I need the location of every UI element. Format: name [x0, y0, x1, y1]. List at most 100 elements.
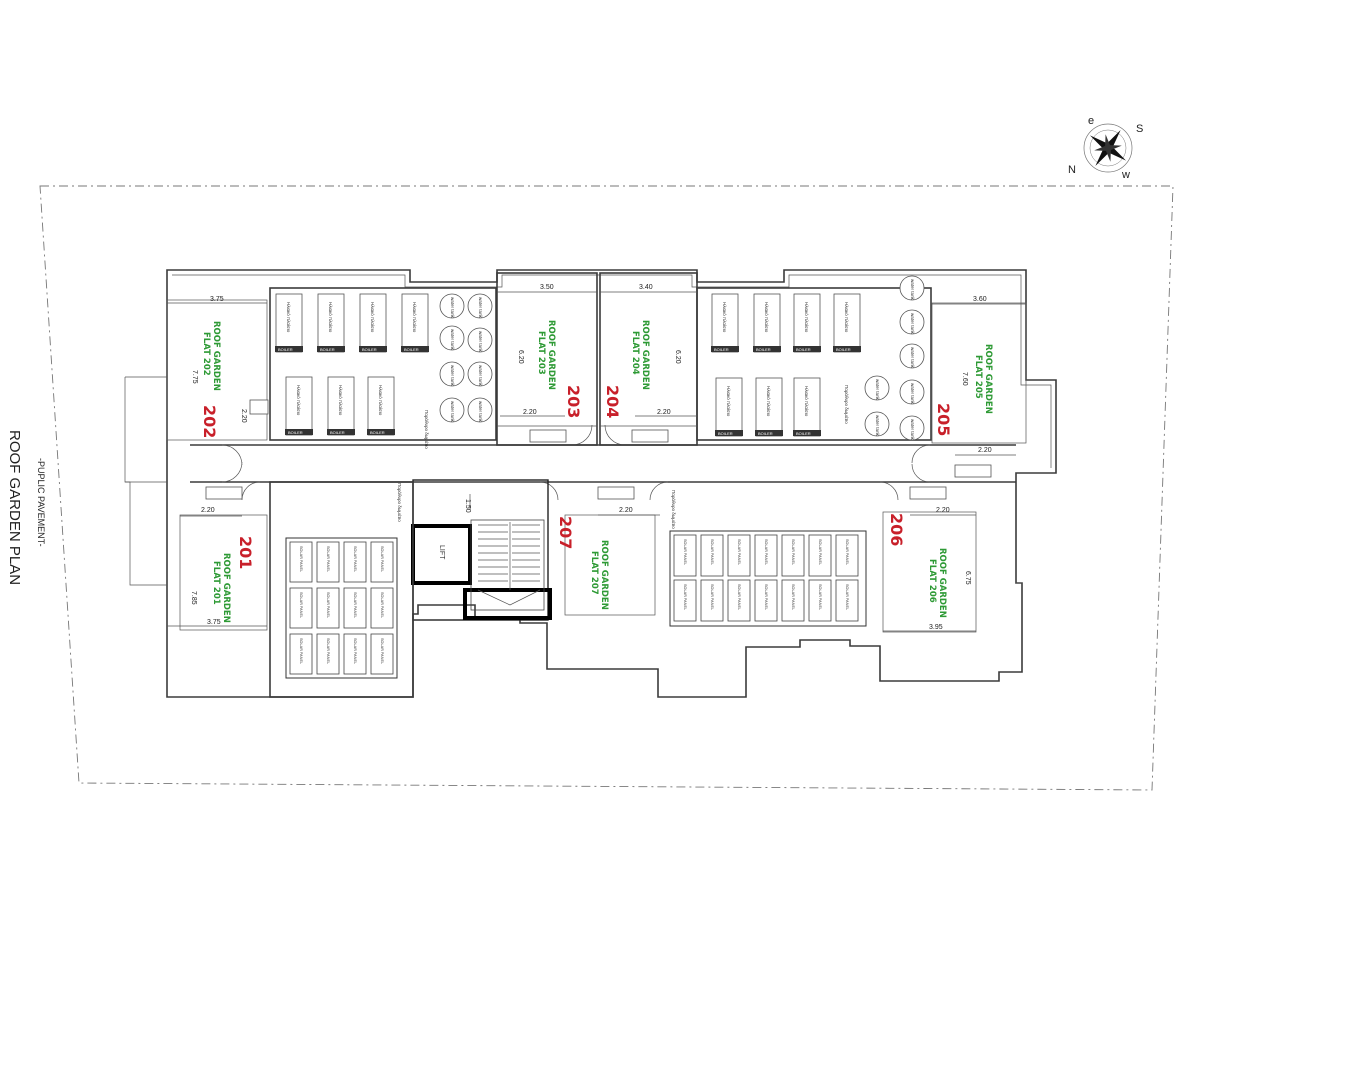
svg-text:SOLAR PANEL: SOLAR PANEL: [326, 546, 330, 572]
svg-text:2.20: 2.20: [978, 447, 992, 454]
svg-text:Ηλιακό πλαίσιο: Ηλιακό πλαίσιο: [338, 385, 344, 416]
svg-text:2.20: 2.20: [657, 409, 671, 416]
solar-panel-icon: SOLAR PANEL: [343, 541, 367, 583]
svg-text:SOLAR PANEL: SOLAR PANEL: [818, 539, 822, 565]
svg-text:ROOF GARDEN: ROOF GARDEN: [640, 320, 650, 390]
svg-text:Ηλιακό πλαίσιο: Ηλιακό πλαίσιο: [726, 386, 732, 417]
svg-text:BOILER: BOILER: [330, 430, 345, 435]
solar-panel-icon: SOLAR PANEL: [781, 534, 805, 577]
svg-text:3.95: 3.95: [929, 624, 943, 631]
svg-text:SOLAR PANEL: SOLAR PANEL: [299, 638, 303, 664]
svg-text:FLAT 205: FLAT 205: [973, 355, 983, 399]
svg-text:2.20: 2.20: [201, 507, 215, 514]
flat-203-number: 203: [564, 385, 583, 418]
svg-text:SOLAR PANEL: SOLAR PANEL: [299, 592, 303, 618]
skylight-label-4: Παράθυρο δωμάτιο: [671, 490, 677, 529]
solar-panel-icon: SOLAR PANEL: [343, 587, 367, 629]
svg-text:SOLAR PANEL: SOLAR PANEL: [764, 584, 768, 610]
solar-panel-icon: SOLAR PANEL: [754, 579, 778, 622]
svg-text:water tank: water tank: [450, 365, 455, 387]
flat-202-number: 202: [200, 405, 219, 438]
svg-text:BOILER: BOILER: [370, 430, 385, 435]
water-tank-icon: water tank: [864, 375, 890, 401]
water-tank-icon: water tank: [899, 415, 925, 441]
solar-panel-icon: SOLAR PANEL: [289, 587, 313, 629]
water-tank-icon: water tank: [439, 397, 465, 423]
compass-w: w: [1121, 169, 1130, 181]
flat-207-number: 207: [556, 516, 575, 549]
solar-panel-icon: SOLAR PANEL: [316, 587, 340, 629]
svg-text:SOLAR PANEL: SOLAR PANEL: [353, 546, 357, 572]
svg-text:water tank: water tank: [478, 331, 483, 353]
plot-boundary: [39, 185, 1174, 791]
svg-text:FLAT 202: FLAT 202: [201, 332, 211, 376]
garden-label-204: ROOF GARDEN FLAT 204: [630, 320, 650, 390]
svg-text:BOILER: BOILER: [278, 347, 293, 352]
svg-text:2.20: 2.20: [240, 409, 247, 423]
svg-text:BOILER: BOILER: [362, 347, 377, 352]
lift-label: LIFT: [438, 545, 445, 560]
svg-text:SOLAR PANEL: SOLAR PANEL: [353, 592, 357, 618]
garden-label-205: ROOF GARDEN FLAT 205: [973, 344, 993, 414]
svg-text:SOLAR PANEL: SOLAR PANEL: [380, 546, 384, 572]
svg-text:6.75: 6.75: [964, 571, 971, 585]
public-pavement-label: -PUPLIC PAVEMENT-: [36, 458, 46, 547]
solar-panel-icon: SOLAR PANEL: [289, 541, 313, 583]
svg-text:7.60: 7.60: [961, 372, 968, 386]
svg-text:SOLAR PANEL: SOLAR PANEL: [791, 584, 795, 610]
stair-dim: 1.50: [464, 499, 471, 513]
svg-text:Ηλιακό πλαίσιο: Ηλιακό πλαίσιο: [286, 302, 292, 333]
solar-panel-icon: SOLAR PANEL: [316, 633, 340, 675]
svg-text:Ηλιακό πλαίσιο: Ηλιακό πλαίσιο: [378, 385, 384, 416]
svg-text:6.20: 6.20: [674, 350, 681, 364]
solar-panel-icon: SOLAR PANEL: [673, 534, 697, 577]
svg-text:ROOF GARDEN: ROOF GARDEN: [546, 320, 556, 390]
skylight-label-3: Παράθυρο δωμάτιο: [397, 483, 403, 522]
water-tank-icon: water tank: [899, 379, 925, 405]
solar-panel-icon: SOLAR PANEL: [781, 579, 805, 622]
svg-text:BOILER: BOILER: [796, 431, 811, 436]
water-tank-icon: water tank: [467, 361, 493, 387]
water-tank-icon: water tank: [899, 275, 925, 301]
water-tank-icon: water tank: [899, 343, 925, 369]
svg-text:water tank: water tank: [478, 297, 483, 319]
water-tank-icon: water tank: [439, 325, 465, 351]
svg-text:FLAT 206: FLAT 206: [927, 559, 937, 603]
solar-panel-icon: SOLAR PANEL: [700, 534, 724, 577]
compass-s: S: [1136, 123, 1143, 135]
svg-text:SOLAR PANEL: SOLAR PANEL: [380, 638, 384, 664]
svg-text:FLAT 207: FLAT 207: [589, 551, 599, 595]
svg-text:ROOF GARDEN: ROOF GARDEN: [221, 553, 231, 623]
svg-text:SOLAR PANEL: SOLAR PANEL: [710, 539, 714, 565]
svg-text:water tank: water tank: [910, 383, 915, 405]
svg-text:ROOF GARDEN: ROOF GARDEN: [599, 540, 609, 610]
garden-label-201: ROOF GARDEN FLAT 201: [211, 553, 231, 623]
solar-panel-icon: SOLAR PANEL: [754, 534, 778, 577]
svg-text:water tank: water tank: [478, 401, 483, 423]
solar-panel-icon: SOLAR PANEL: [727, 534, 751, 577]
svg-text:Ηλιακό πλαίσιο: Ηλιακό πλαίσιο: [412, 302, 418, 333]
solar-panel-icon: SOLAR PANEL: [316, 541, 340, 583]
svg-text:2.20: 2.20: [936, 507, 950, 514]
garden-label-202: ROOF GARDEN FLAT 202: [201, 321, 221, 391]
solar-panel-icon: SOLAR PANEL: [808, 579, 832, 622]
svg-text:SOLAR PANEL: SOLAR PANEL: [710, 584, 714, 610]
flat-205-number: 205: [934, 403, 953, 436]
svg-text:water tank: water tank: [910, 313, 915, 335]
svg-text:water tank: water tank: [478, 365, 483, 387]
svg-text:SOLAR PANEL: SOLAR PANEL: [737, 584, 741, 610]
svg-text:water tank: water tank: [450, 297, 455, 319]
svg-text:SOLAR PANEL: SOLAR PANEL: [326, 638, 330, 664]
svg-text:BOILER: BOILER: [404, 347, 419, 352]
